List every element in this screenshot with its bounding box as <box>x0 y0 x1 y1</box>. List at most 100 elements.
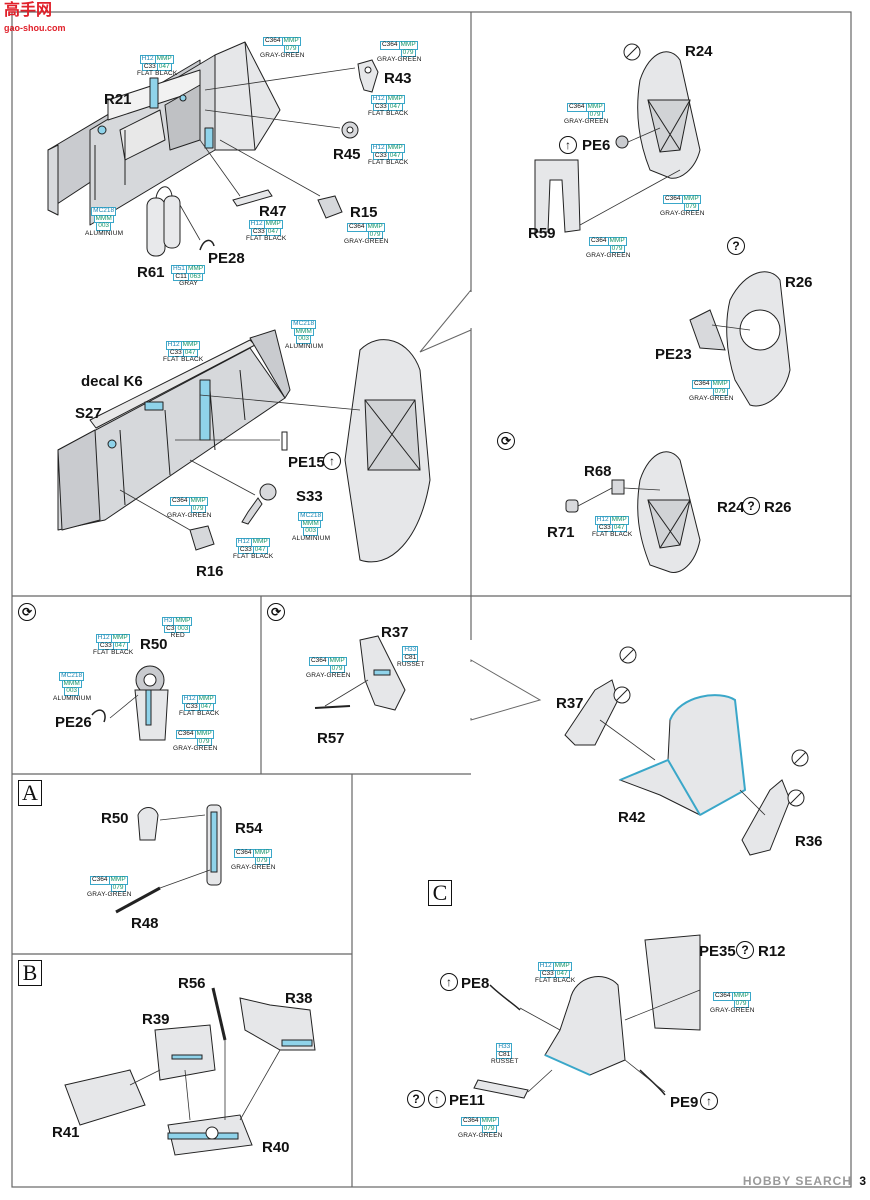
optional-icon: ? <box>736 941 754 959</box>
part-pe28 <box>199 239 215 251</box>
bulkhead-r26 <box>726 271 791 407</box>
part-r59 <box>534 159 581 233</box>
part-r61 <box>146 186 181 257</box>
part-r16 <box>189 525 215 551</box>
part-r43 <box>357 59 379 93</box>
part-r47 <box>232 189 273 207</box>
part-pe26 <box>91 709 106 723</box>
part-r37-right <box>564 679 619 746</box>
part-label-r15: R15 <box>350 204 378 221</box>
frame-bulkhead <box>344 339 431 563</box>
bend-icon: ↑ <box>428 1090 446 1108</box>
part-label-decal-k6: decal K6 <box>81 373 143 390</box>
paint-box-russet: H33 C81 RUSSET <box>491 1043 519 1065</box>
bulkhead-r24-r26 <box>637 451 701 574</box>
part-label-r61: R61 <box>137 264 165 281</box>
section-letter-c: C <box>428 880 452 906</box>
bend-icon: ↑ <box>440 973 458 991</box>
assembly-c <box>473 934 701 1099</box>
part-label-pe11: PE11 <box>449 1092 485 1109</box>
assembly-a <box>115 804 222 914</box>
paint-box-aluminium: MC218 MMM 003 ALUMINIUM <box>292 512 331 542</box>
rotate-icon: ⟳ <box>497 432 515 450</box>
part-r45 <box>341 121 359 139</box>
part-label-s33: S33 <box>296 488 323 505</box>
side-panel-r21 <box>47 41 281 226</box>
part-r68 <box>611 479 625 495</box>
part-label-r41: R41 <box>52 1124 80 1141</box>
optional-icon: ? <box>742 497 760 515</box>
part-label-pe15: PE15 <box>288 454 325 471</box>
part-r36 <box>741 779 791 856</box>
bend-icon: ↑ <box>700 1092 718 1110</box>
bend-icon: ↑ <box>323 452 341 470</box>
part-label-r42: R42 <box>618 809 646 826</box>
section-letter-a: A <box>18 780 42 806</box>
part-r57 <box>314 705 351 709</box>
part-label-s27: S27 <box>75 405 102 422</box>
part-label-r38: R38 <box>285 990 313 1007</box>
site-logo-url: gao-shou.com <box>4 23 66 33</box>
part-label-r57: R57 <box>317 730 345 747</box>
part-label-r71: R71 <box>547 524 575 541</box>
part-pe23 <box>689 309 726 351</box>
cut-marks <box>613 43 809 807</box>
part-label-r12: R12 <box>758 943 786 960</box>
part-label-r24: R24 <box>685 43 713 60</box>
callout-wedges <box>419 288 542 721</box>
part-label-r24-combined: R24 <box>717 499 745 516</box>
page-number: 3 <box>859 1174 866 1188</box>
part-label-r39: R39 <box>142 1011 170 1028</box>
part-label-pe8: PE8 <box>461 975 490 992</box>
paint-box-aluminium: MC218 MMM 003 ALUMINIUM <box>285 320 324 350</box>
section-letter-b: B <box>18 960 42 986</box>
panel-frames <box>11 11 852 1188</box>
part-label-r68: R68 <box>584 463 612 480</box>
part-label-r50-a: R50 <box>101 810 129 827</box>
part-label-pe23: PE23 <box>655 346 692 363</box>
assembly-r50 <box>134 665 169 741</box>
part-label-r47: R47 <box>259 203 287 220</box>
rotate-icon: ⟳ <box>18 603 36 621</box>
part-label-r37: R37 <box>381 624 409 641</box>
part-label-r21: R21 <box>104 91 132 108</box>
part-label-r48: R48 <box>131 915 159 932</box>
part-label-r36: R36 <box>795 833 823 850</box>
paint-box-russet: H33 C81 RUSSET <box>397 646 425 668</box>
bulkhead-r24 <box>637 51 701 179</box>
part-label-pe28: PE28 <box>208 250 245 267</box>
optional-icon: ? <box>727 237 745 255</box>
part-r71 <box>565 499 579 513</box>
optional-icon: ? <box>407 1090 425 1108</box>
part-label-pe35: PE35 <box>699 943 736 960</box>
part-pe15 <box>281 431 288 451</box>
assembly-b <box>64 987 316 1156</box>
paint-box-aluminium: MC218 MMM 003 ALUMINIUM <box>85 207 124 237</box>
part-label-r37-seat: R37 <box>556 695 584 712</box>
watermark: HOBBY SEARCH <box>742 1174 852 1188</box>
